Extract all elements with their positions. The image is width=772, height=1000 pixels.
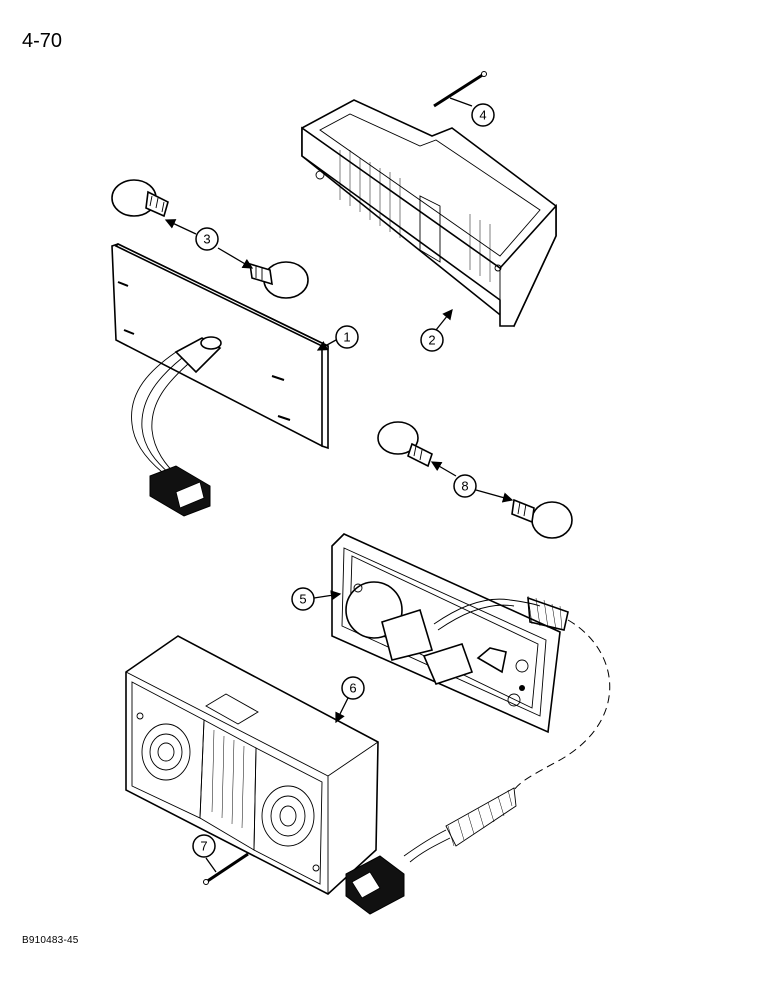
pin-part-4: [433, 71, 487, 108]
callout-8: 8: [453, 474, 477, 498]
lamp-base-part-5: [331, 533, 569, 734]
callout-label-3: 3: [203, 232, 210, 247]
callout-label-8: 8: [461, 479, 468, 494]
housing-part-2: [301, 99, 557, 328]
bulb-part-8-a: [377, 421, 433, 468]
connector-lower: [345, 787, 517, 915]
illustration-code: B910483-45: [22, 935, 79, 946]
bulb-part-3-b: [249, 261, 309, 299]
callout-3: 3: [195, 227, 219, 251]
callout-7: 7: [192, 834, 216, 858]
pin-part-7: [203, 852, 249, 885]
callout-label-7: 7: [200, 839, 207, 854]
cable-dashed: [513, 619, 611, 791]
bulb-part-3-a: [111, 179, 169, 218]
lens-part-6: [125, 635, 379, 895]
callout-label-6: 6: [349, 681, 356, 696]
callout-2: 2: [420, 328, 444, 352]
callout-label-5: 5: [299, 592, 306, 607]
callout-label-2: 2: [428, 333, 435, 348]
callout-4: 4: [471, 103, 495, 127]
leader-lines: [164, 97, 514, 873]
callout-5: 5: [291, 587, 315, 611]
callout-label-4: 4: [479, 108, 486, 123]
bulb-part-8-b: [511, 498, 573, 539]
callout-1: 1: [335, 325, 359, 349]
callout-label-1: 1: [343, 330, 350, 345]
page-number: 4-70: [22, 30, 63, 52]
callout-6: 6: [341, 676, 365, 700]
